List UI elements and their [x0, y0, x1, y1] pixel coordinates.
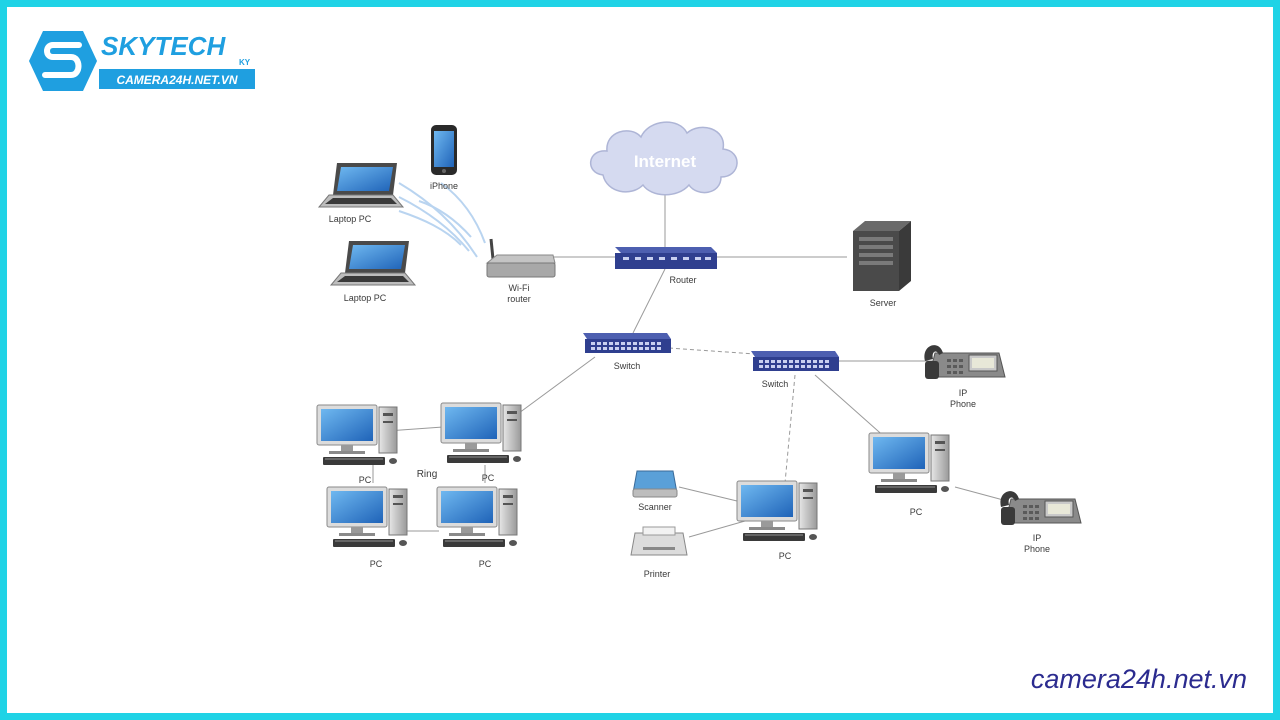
pc-ring-top-left-device — [316, 404, 398, 466]
pc-center-label: PC — [779, 551, 792, 561]
router-device — [615, 247, 717, 269]
line-switch-switch — [668, 347, 756, 355]
server-device — [853, 221, 911, 291]
line-router-switch — [632, 268, 666, 334]
pc-ring-bottom-right-label: PC — [479, 559, 492, 569]
scanner-device — [632, 470, 678, 498]
pc-ring-bottom-right-device — [436, 486, 518, 548]
laptop-bottom-device — [330, 240, 416, 286]
switch-left-device — [583, 333, 671, 353]
ip-phone-top-label-line2: Phone — [950, 399, 976, 409]
wifi-router-label-line2: router — [507, 294, 531, 304]
pc-ring-bottom-left-label: PC — [370, 559, 383, 569]
wifi-router-label-line1: Wi-Fi — [509, 283, 530, 293]
internet-label: Internet — [634, 152, 697, 171]
line-printer-pc — [688, 520, 746, 538]
router-label: Router — [669, 275, 696, 285]
laptop-bottom-label: Laptop PC — [344, 293, 387, 303]
switch-right-label: Switch — [762, 379, 789, 389]
watermark-text: camera24h.net.vn — [1030, 664, 1247, 694]
ip-phone-bottom-label-line1: IP — [1033, 533, 1042, 543]
line-switch-pc-right — [814, 374, 888, 440]
ip-phone-bottom-label-line2: Phone — [1024, 544, 1050, 554]
ring-label: Ring — [417, 469, 438, 480]
pc-center-device — [736, 480, 818, 542]
line-switch-pc-center — [784, 374, 796, 484]
ip-phone-top-label-line1: IP — [959, 388, 968, 398]
logo-domain-text: CAMERA24H.NET.VN — [116, 73, 237, 87]
pc-right-label: PC — [910, 507, 923, 517]
printer-label: Printer — [644, 569, 671, 579]
wifi-router-device — [485, 238, 556, 278]
scanner-label: Scanner — [638, 502, 672, 512]
pc-ring-top-right-label: PC — [482, 473, 495, 483]
line-scanner-pc — [678, 486, 738, 502]
switch-left-label: Switch — [614, 361, 641, 371]
switch-right-device — [751, 351, 839, 371]
wifi-waves — [398, 182, 486, 258]
laptop-top-label: Laptop PC — [329, 214, 372, 224]
server-label: Server — [870, 298, 897, 308]
ip-phone-top-device — [923, 344, 1006, 380]
pc-right-device — [868, 432, 950, 494]
internet-cloud: Internet — [590, 121, 738, 196]
line-pc-ipphone — [954, 486, 1008, 502]
iphone-device — [431, 125, 457, 175]
pc-ring-top-left-label: PC — [359, 475, 372, 485]
line-switch-ring — [518, 356, 596, 414]
printer-device — [630, 526, 688, 556]
iphone-label: iPhone — [430, 181, 458, 191]
pc-ring-bottom-left-device — [326, 486, 408, 548]
connections — [372, 175, 1008, 538]
network-diagram: Internet Router Server Wi-Fi router iPho… — [316, 121, 1082, 579]
pc-ring-top-right-device — [440, 402, 522, 464]
logo-suffix-text: KY — [239, 58, 251, 67]
logo-brand-text: SKYTECH — [101, 31, 226, 61]
skytech-logo: SKYTECH KY CAMERA24H.NET.VN — [29, 31, 255, 91]
laptop-top-device — [318, 162, 404, 208]
logo-s-mark — [29, 31, 97, 91]
ip-phone-bottom-device — [999, 490, 1082, 526]
logo-domain-bar — [99, 69, 255, 89]
